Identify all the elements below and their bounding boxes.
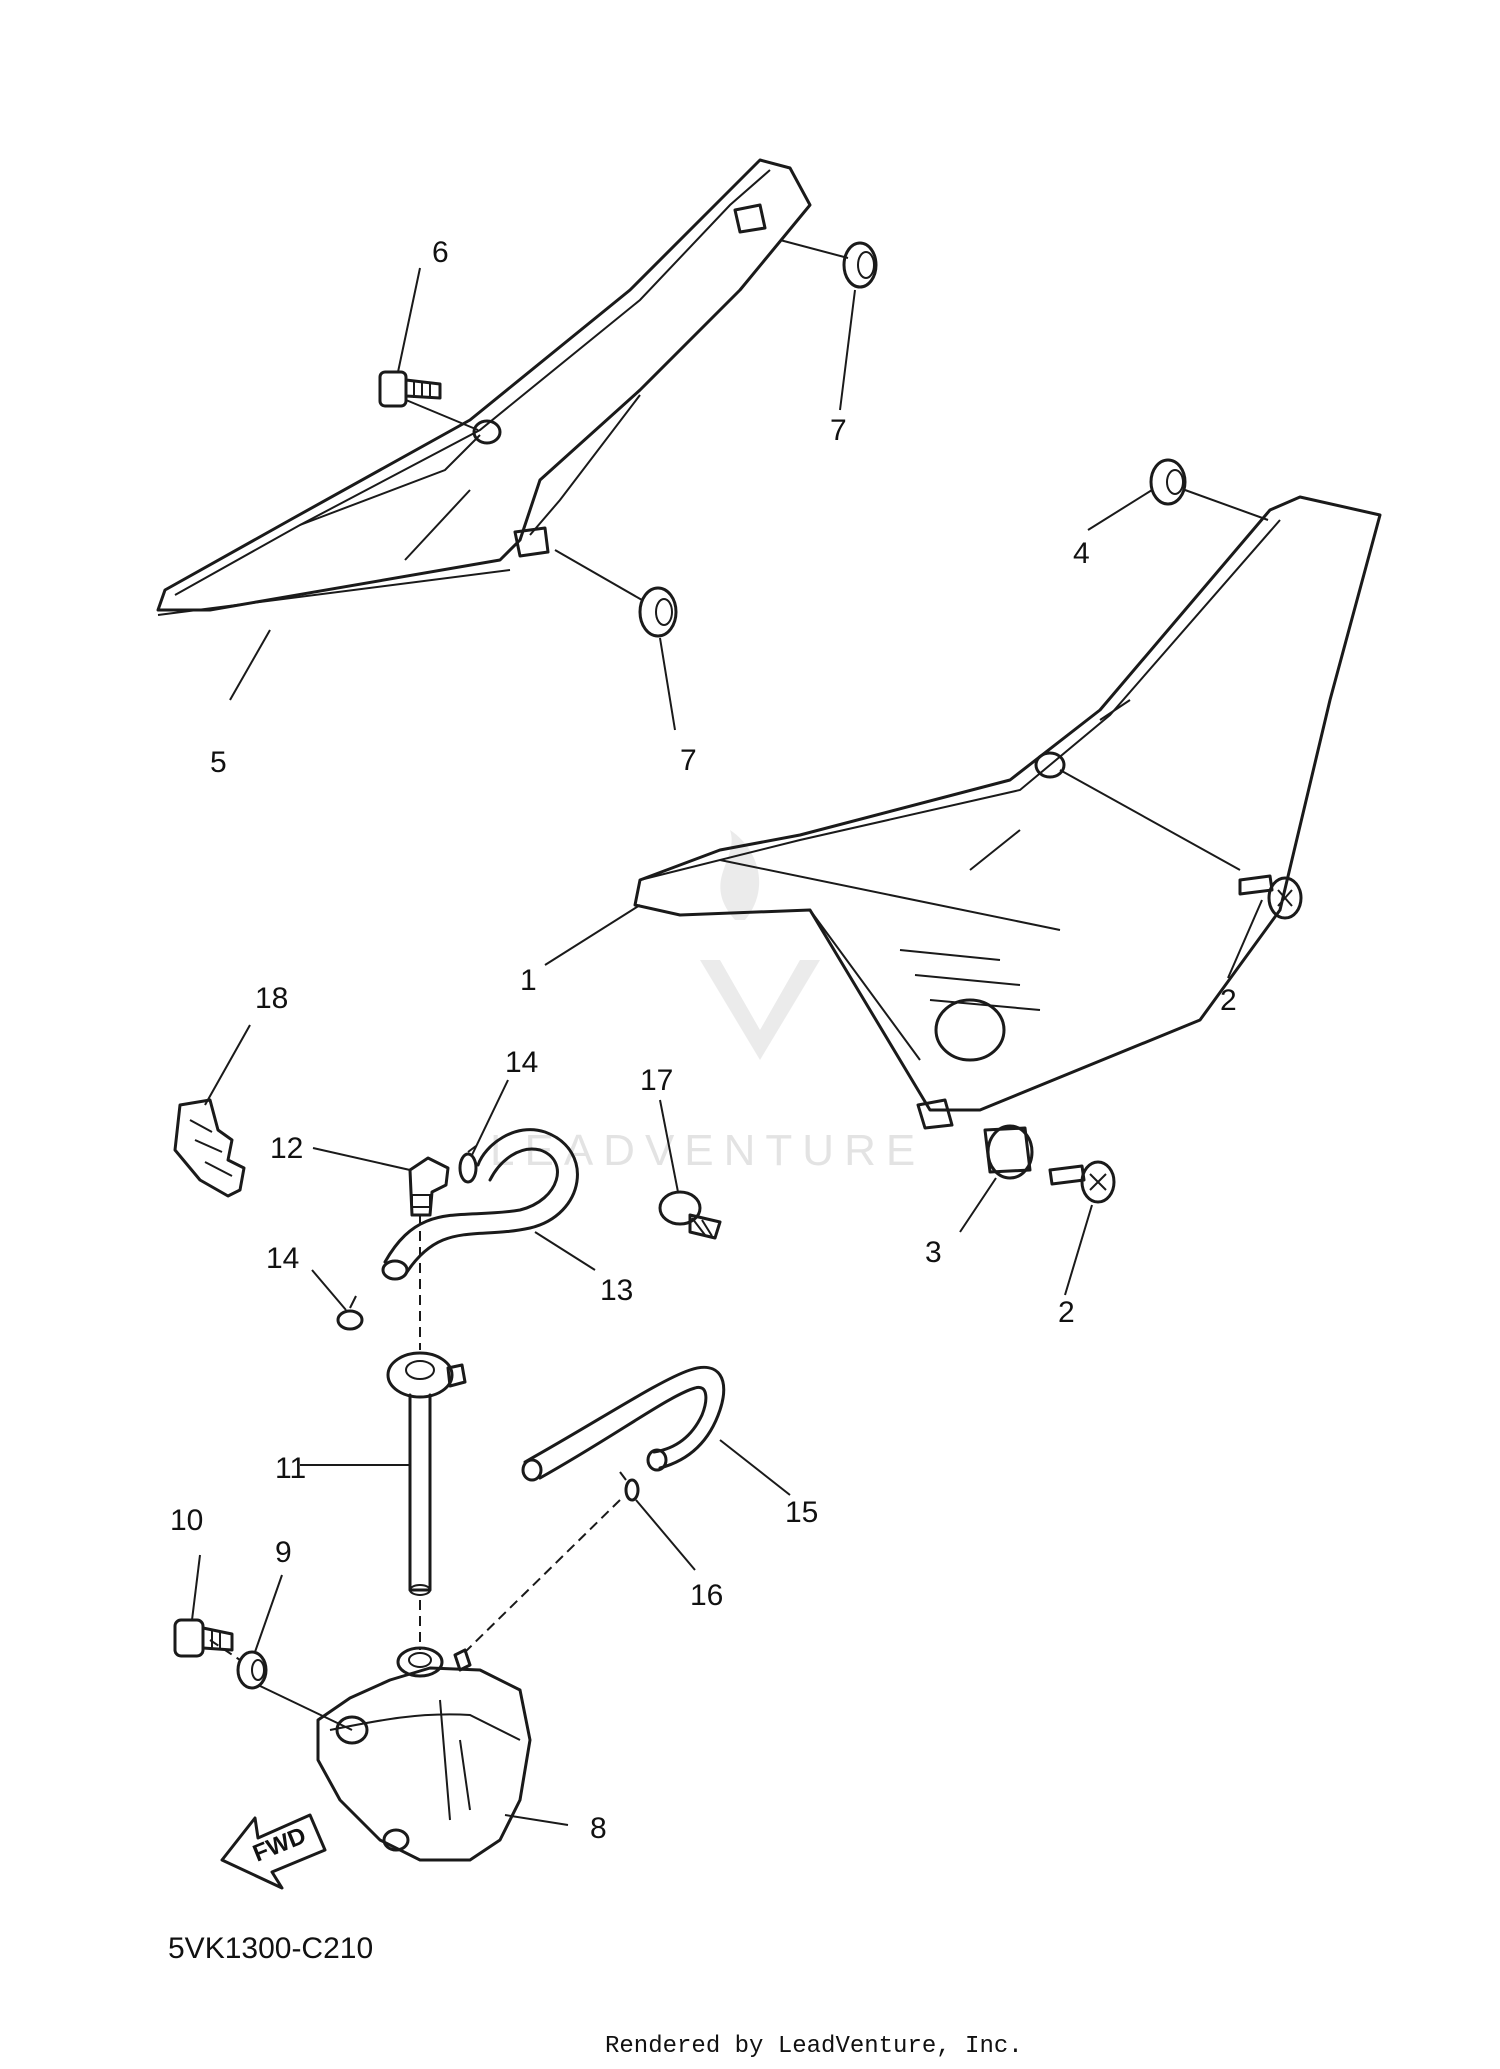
- bolt-part-10: [173, 1618, 234, 1658]
- callout-8: 8: [590, 1812, 607, 1845]
- callout-10: 10: [170, 1504, 203, 1537]
- screw-part-2-lower: [1048, 1160, 1116, 1204]
- fwd-arrow: FWD: [220, 1813, 327, 1890]
- callout-9: 9: [275, 1536, 292, 1569]
- callout-15: 15: [785, 1496, 818, 1529]
- watermark-text: LEADVENTURE: [490, 1126, 925, 1175]
- overflow-hose-part-15: [521, 1365, 726, 1482]
- grommet-part-7-lower: [638, 586, 678, 638]
- tank-cap-part-11: [386, 1351, 467, 1596]
- grommet-part-7-upper: [842, 241, 878, 289]
- leader-lines: [191, 239, 1269, 1826]
- left-side-cover: [156, 158, 812, 616]
- callout-18: 18: [255, 982, 288, 1015]
- grommet-part-4: [1149, 458, 1187, 506]
- elbow-joint-part-12: [408, 1156, 450, 1217]
- collar-part-3: [983, 1124, 1034, 1180]
- collar-part-9: [236, 1650, 268, 1690]
- clip-part-18: [173, 1098, 246, 1198]
- hose-clip-part-14-upper: [458, 1145, 478, 1184]
- callout-6: 6: [432, 236, 449, 269]
- breather-hose-part-13: [381, 1128, 579, 1281]
- callout-3: 3: [925, 1236, 942, 1269]
- callout-4: 4: [1073, 537, 1090, 570]
- hose-clip-part-14-lower: [336, 1295, 364, 1331]
- bolt-part-6: [378, 370, 442, 408]
- clip-part-16: [619, 1471, 640, 1502]
- callout-13: 13: [600, 1274, 633, 1307]
- callout-12: 12: [270, 1132, 303, 1165]
- callout-17: 17: [640, 1064, 673, 1097]
- callout-14-upper: 14: [505, 1046, 538, 1079]
- screw-part-2-upper: [1238, 874, 1303, 920]
- right-side-cover: [633, 495, 1382, 1130]
- hose-clamp-part-17: [658, 1190, 722, 1240]
- callout-2-upper: 2: [1220, 984, 1237, 1017]
- callout-2-lower: 2: [1058, 1296, 1075, 1329]
- oil-tank-part-8: [316, 1646, 532, 1862]
- callout-7-upper: 7: [830, 414, 847, 447]
- watermark-logo: LEADVENTURE: [490, 830, 925, 1175]
- callout-5: 5: [210, 746, 227, 779]
- callout-14-lower: 14: [266, 1242, 299, 1275]
- footer-credit: Rendered by LeadVenture, Inc.: [605, 2033, 1023, 2060]
- callout-7-lower: 7: [680, 744, 697, 777]
- callout-16: 16: [690, 1579, 723, 1612]
- diagram-code: 5VK1300-C210: [168, 1932, 373, 1965]
- callout-1: 1: [520, 964, 537, 997]
- callout-11: 11: [275, 1452, 306, 1485]
